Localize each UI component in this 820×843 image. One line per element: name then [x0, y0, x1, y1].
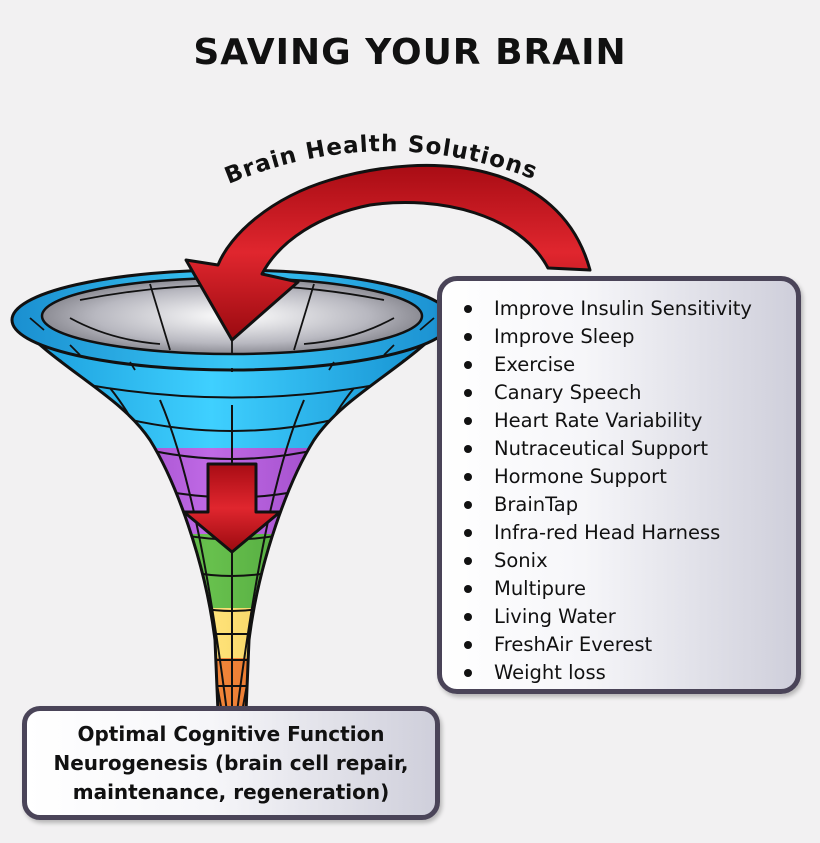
down-arrow — [182, 462, 282, 554]
solution-label: Nutraceutical Support — [494, 437, 709, 460]
solution-label: Infra-red Head Harness — [494, 521, 721, 544]
outcome-line-2: Neurogenesis (brain cell repair, — [53, 750, 409, 775]
solution-label: Hormone Support — [494, 465, 667, 488]
bullet-icon — [464, 333, 472, 341]
solution-label: Sonix — [494, 549, 548, 572]
solution-item: Sonix — [464, 547, 796, 575]
solution-item: Infra-red Head Harness — [464, 519, 796, 547]
solution-item: BrainTap — [464, 491, 796, 519]
solution-item: Hormone Support — [464, 463, 796, 491]
solution-label: Multipure — [494, 577, 586, 600]
solution-item: Improve Sleep — [464, 323, 796, 351]
solution-label: BrainTap — [494, 493, 579, 516]
solution-label: Improve Sleep — [494, 325, 635, 348]
bullet-icon — [464, 389, 472, 397]
solution-label: Heart Rate Variability — [494, 409, 703, 432]
bullet-icon — [464, 613, 472, 621]
bullet-icon — [464, 585, 472, 593]
solution-label: Living Water — [494, 605, 616, 628]
outcome-box: Optimal Cognitive Function Neurogenesis … — [22, 706, 440, 820]
solution-item: Multipure — [464, 575, 796, 603]
solution-item: Living Water — [464, 603, 796, 631]
bullet-icon — [464, 529, 472, 537]
solution-item: Improve Insulin Sensitivity — [464, 295, 796, 323]
bullet-icon — [464, 445, 472, 453]
solution-label: Exercise — [494, 353, 576, 376]
bullet-icon — [464, 557, 472, 565]
solution-item: Heart Rate Variability — [464, 407, 796, 435]
curved-arrow — [184, 163, 592, 342]
solution-label: Canary Speech — [494, 381, 642, 404]
solution-item: Nutraceutical Support — [464, 435, 796, 463]
bullet-icon — [464, 501, 472, 509]
outcome-line-3: maintenance, regeneration) — [72, 779, 390, 804]
solution-item: Exercise — [464, 351, 796, 379]
bullet-icon — [464, 641, 472, 649]
bullet-icon — [464, 417, 472, 425]
bullet-icon — [464, 361, 472, 369]
outcome-line-1: Optimal Cognitive Function — [77, 721, 385, 746]
bullet-icon — [464, 473, 472, 481]
solution-label: Weight loss — [494, 661, 606, 684]
solution-label: Improve Insulin Sensitivity — [494, 297, 752, 320]
page-title: SAVING YOUR BRAIN — [193, 32, 627, 73]
bullet-icon — [464, 305, 472, 313]
bullet-icon — [464, 669, 472, 677]
solution-label: FreshAir Everest — [494, 633, 653, 656]
solution-item: Weight loss — [464, 659, 796, 687]
solution-item: FreshAir Everest — [464, 631, 796, 659]
solution-item: Canary Speech — [464, 379, 796, 407]
